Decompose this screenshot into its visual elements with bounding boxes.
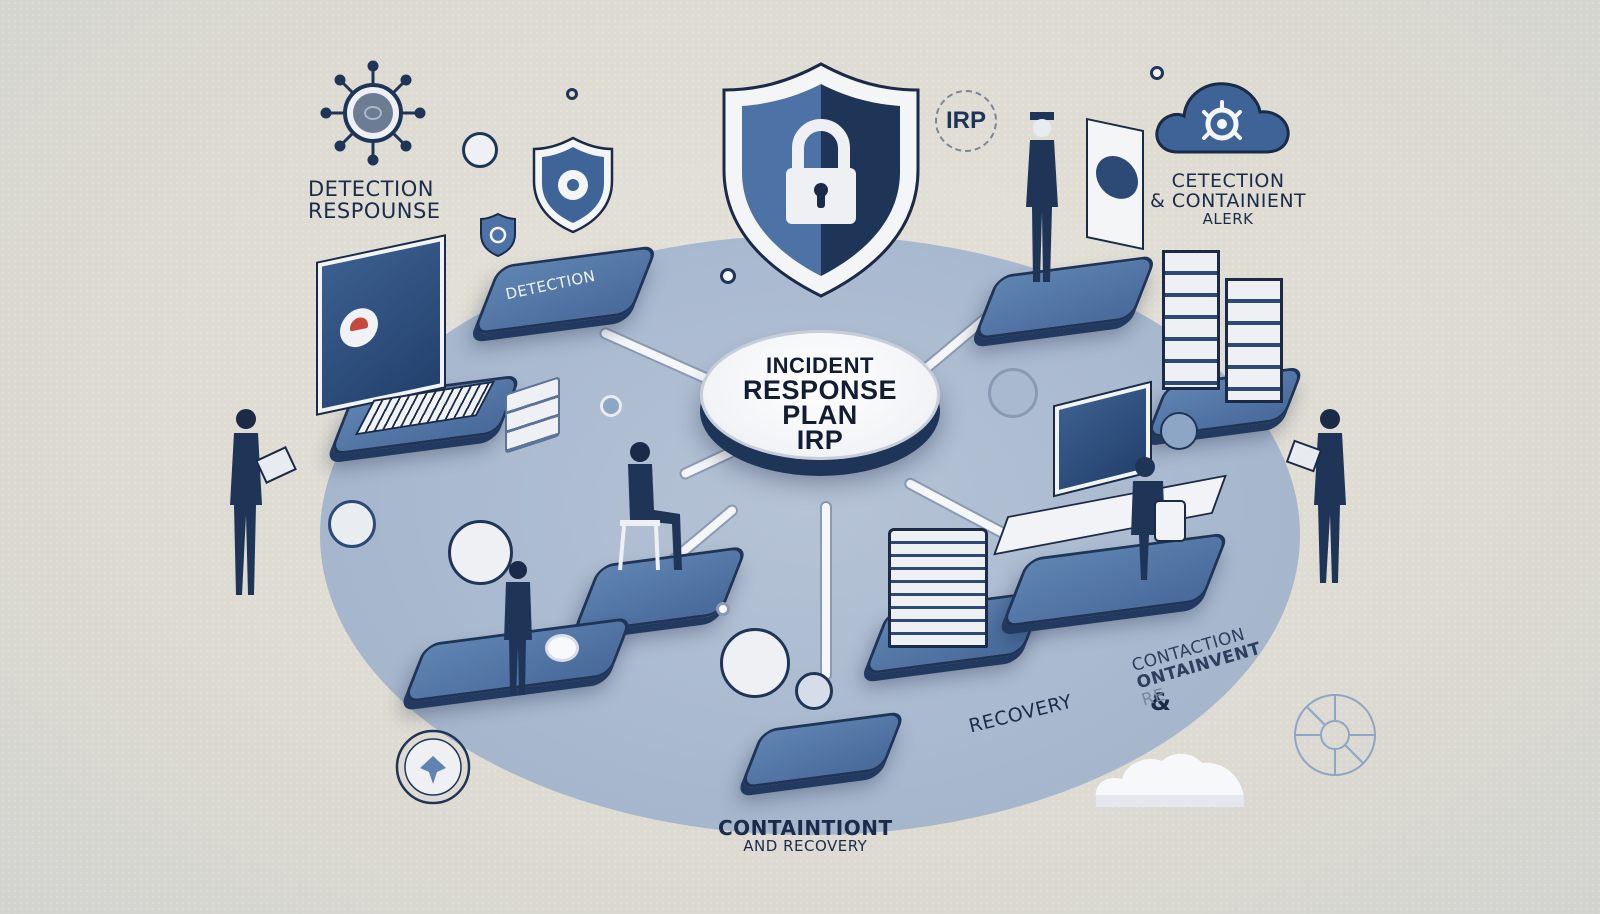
compass-wheel-icon (1294, 694, 1376, 776)
shield-eye-icon (532, 136, 614, 234)
virus-network-icon (320, 60, 426, 166)
clock-alert-icon (448, 520, 513, 585)
lens-icon (600, 395, 622, 417)
person-at-desk (1131, 457, 1186, 580)
display-board-icon (1086, 117, 1144, 251)
label-detection-response: DETECTION RESPOUNSE (308, 177, 441, 224)
shield-small-icon (480, 212, 516, 258)
rose-icon (462, 132, 498, 168)
globe-icon (988, 368, 1038, 418)
label-detection-containment-alert: CETECTION & CONTAINIENT ALERK (1150, 170, 1307, 228)
person-standing-center-left (504, 561, 532, 695)
cloud-bug-icon (1155, 82, 1290, 154)
small-ring-icon-2 (716, 602, 730, 616)
small-ring-icon (720, 268, 736, 284)
compass-icon (720, 628, 790, 698)
magnifier-icon (795, 672, 833, 710)
person-standing-right (1285, 409, 1346, 583)
server-rack-icon-2 (1225, 278, 1283, 403)
irp-badge: IRP (935, 90, 997, 152)
shield-badge-icon (328, 500, 376, 548)
irp-badge-text: IRP (945, 107, 986, 134)
person-officer (1026, 112, 1058, 282)
computer-monitor-icon (316, 234, 446, 416)
connector-bottom (820, 501, 832, 681)
hub-title: INCIDENT RESPONSE PLAN IRP (742, 353, 898, 455)
target-icon (395, 729, 471, 805)
label-ampersand: & (1150, 688, 1172, 716)
person-standing-left (230, 409, 297, 595)
pin-dot-icon-right (1150, 66, 1164, 80)
cloud-icon (1095, 753, 1244, 807)
person-seated (618, 442, 682, 571)
server-rack-icon (1162, 250, 1220, 390)
tray-icon (545, 634, 579, 662)
shield-lock-icon (722, 62, 920, 298)
alert-circle-icon (340, 304, 378, 351)
lock-globe-icon (1160, 412, 1198, 450)
label-containment-recovery: CONTAINTIONT AND RECOVERY (718, 816, 893, 855)
central-hub[interactable]: INCIDENT RESPONSE PLAN IRP (700, 330, 940, 460)
pin-dot-icon (566, 88, 578, 100)
server-tower-icon (888, 528, 988, 648)
